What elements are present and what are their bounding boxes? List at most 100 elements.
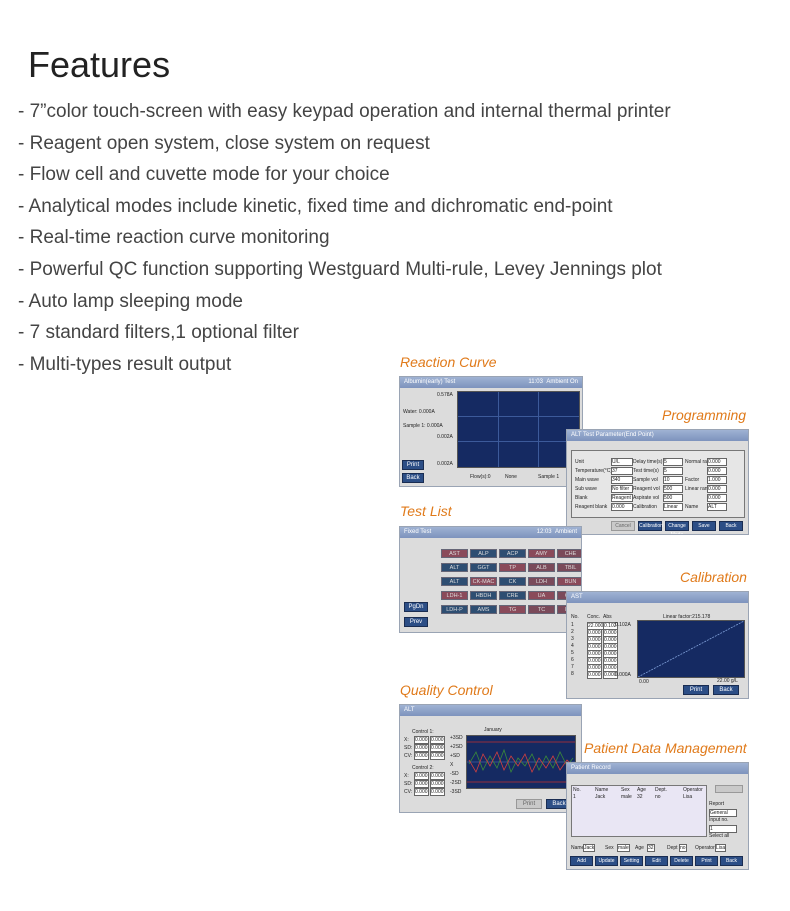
programming-value[interactable]: 500 bbox=[663, 494, 683, 502]
calibration-factor: Linear factor:215.178 bbox=[663, 614, 711, 620]
calibration-print-button[interactable]: Print bbox=[683, 685, 709, 695]
reaction-print-button[interactable]: Print bbox=[402, 460, 424, 470]
programming-value[interactable]: 5 bbox=[663, 467, 683, 475]
programming-value[interactable]: 10 bbox=[663, 476, 683, 484]
patient-button[interactable]: Update bbox=[595, 856, 618, 866]
qc-stat-label: X: bbox=[404, 737, 409, 743]
patient-button[interactable]: Edit bbox=[645, 856, 668, 866]
test-cell[interactable]: ALP bbox=[470, 549, 497, 558]
programming-value[interactable]: 1.000 bbox=[707, 476, 727, 484]
patient-search-button[interactable] bbox=[715, 785, 743, 793]
feature-item: - 7 standard filters,1 optional filter bbox=[18, 322, 299, 344]
calibration-cell[interactable]: 0.000 bbox=[587, 671, 602, 679]
programming-label: Blank bbox=[575, 495, 588, 501]
test-cell[interactable]: LDH bbox=[528, 577, 555, 586]
test-cell[interactable]: TP bbox=[499, 563, 526, 572]
test-cell[interactable]: LDH-P bbox=[441, 605, 468, 614]
test-cell[interactable]: GGT bbox=[470, 563, 497, 572]
patient-button[interactable]: Print bbox=[695, 856, 718, 866]
page-title: Features bbox=[28, 44, 171, 85]
calibration-cell: 2 bbox=[571, 629, 574, 635]
programming-button[interactable]: Back bbox=[719, 521, 743, 531]
testlist-pgdn-button[interactable]: PgDn bbox=[404, 602, 428, 612]
testlist-prev-button[interactable]: Prev bbox=[404, 617, 428, 627]
patient-field-value[interactable]: Jack bbox=[583, 844, 596, 852]
caption-programming: Programming bbox=[662, 407, 747, 423]
patient-field-value[interactable]: male bbox=[617, 844, 630, 852]
reaction-sample: Sample 1: 0.000A bbox=[403, 423, 443, 429]
test-cell[interactable]: TG bbox=[499, 605, 526, 614]
programming-button[interactable]: Calibration bbox=[638, 521, 663, 531]
patient-button[interactable]: Setting bbox=[620, 856, 643, 866]
programming-value[interactable]: 500 bbox=[663, 485, 683, 493]
reaction-back-button[interactable]: Back bbox=[402, 473, 424, 483]
programming-value[interactable]: 5 bbox=[663, 458, 683, 466]
test-cell[interactable]: HBDH bbox=[470, 591, 497, 600]
test-cell[interactable]: CK bbox=[499, 577, 526, 586]
qc-stat-value: 0.000 bbox=[430, 772, 445, 780]
feature-item: - Multi-types result output bbox=[18, 353, 232, 375]
programming-value[interactable]: 0.000 bbox=[707, 458, 727, 466]
test-cell[interactable]: ALB bbox=[528, 563, 555, 572]
patient-side-item[interactable]: 1 bbox=[709, 825, 737, 833]
patient-cell[interactable]: 32 bbox=[637, 794, 643, 800]
calibration-back-button[interactable]: Back bbox=[713, 685, 739, 695]
programming-value[interactable]: 37 bbox=[611, 467, 633, 475]
programming-value[interactable]: Linear bbox=[663, 503, 683, 511]
patient-button[interactable]: Delete bbox=[670, 856, 693, 866]
qc-axis-label: X bbox=[450, 762, 454, 768]
patient-cell[interactable]: Lisa bbox=[683, 794, 693, 800]
programming-label: Factor bbox=[685, 477, 700, 483]
patient-field-value[interactable]: Lisa bbox=[715, 844, 727, 852]
programming-value[interactable]: 340 bbox=[611, 476, 633, 484]
programming-value[interactable]: 0.000 bbox=[707, 467, 727, 475]
test-cell[interactable]: AMY bbox=[528, 549, 555, 558]
patient-field-value[interactable]: 32 bbox=[647, 844, 655, 852]
feature-item: - Auto lamp sleeping mode bbox=[18, 290, 243, 312]
test-cell[interactable]: TBIL bbox=[557, 563, 581, 572]
programming-value[interactable]: 0.000 bbox=[707, 485, 727, 493]
feature-list: - 7”color touch-screen with easy keypad … bbox=[18, 96, 671, 380]
qc-axis-label: +3SD bbox=[450, 735, 463, 741]
test-cell[interactable]: ACP bbox=[499, 549, 526, 558]
programming-label: Temperature(°C) bbox=[575, 468, 613, 474]
test-cell[interactable]: BUN bbox=[557, 577, 581, 586]
test-cell[interactable]: AST bbox=[441, 549, 468, 558]
test-cell[interactable]: CHE bbox=[557, 549, 581, 558]
programming-button[interactable]: Save bbox=[692, 521, 716, 531]
programming-value[interactable]: No filter bbox=[611, 485, 633, 493]
patient-field-value[interactable]: no bbox=[679, 844, 687, 852]
programming-button[interactable]: Cancel bbox=[611, 521, 635, 531]
patient-side-item[interactable]: General bbox=[709, 809, 737, 817]
patient-button[interactable]: Add bbox=[570, 856, 593, 866]
qc-print-button[interactable]: Print bbox=[516, 799, 542, 809]
patient-button[interactable]: Back bbox=[720, 856, 743, 866]
patient-cell[interactable]: 1 bbox=[573, 794, 576, 800]
test-cell[interactable]: TC bbox=[528, 605, 555, 614]
qc-stat-value: 0.000 bbox=[414, 780, 429, 788]
patient-cell[interactable]: no bbox=[655, 794, 661, 800]
programming-value[interactable]: Reagent bbox=[611, 494, 633, 502]
test-cell[interactable]: AMS bbox=[470, 605, 497, 614]
test-cell[interactable]: UA bbox=[528, 591, 555, 600]
qc-stat-value: 0.000 bbox=[414, 788, 429, 796]
programming-value[interactable]: 0.000 bbox=[707, 494, 727, 502]
programming-value[interactable]: U/L bbox=[611, 458, 633, 466]
patient-side-item[interactable]: Select all bbox=[709, 833, 730, 839]
test-cell[interactable]: ALT bbox=[441, 563, 468, 572]
programming-value[interactable]: 0.000 bbox=[611, 503, 633, 511]
calibration-cell[interactable]: 0.000 bbox=[603, 671, 618, 679]
qc-stat-label: CV: bbox=[404, 789, 413, 795]
test-cell[interactable]: ALT bbox=[441, 577, 468, 586]
programming-value[interactable]: ALT bbox=[707, 503, 727, 511]
qc-axis-label: +SD bbox=[450, 753, 460, 759]
test-cell[interactable]: CRE bbox=[499, 591, 526, 600]
patient-cell[interactable]: male bbox=[621, 794, 632, 800]
test-cell[interactable]: LDH-1 bbox=[441, 591, 468, 600]
patient-cell[interactable]: Jack bbox=[595, 794, 606, 800]
test-cell[interactable]: CK-MAC bbox=[470, 577, 497, 586]
programming-button[interactable]: Change Mode bbox=[665, 521, 689, 534]
